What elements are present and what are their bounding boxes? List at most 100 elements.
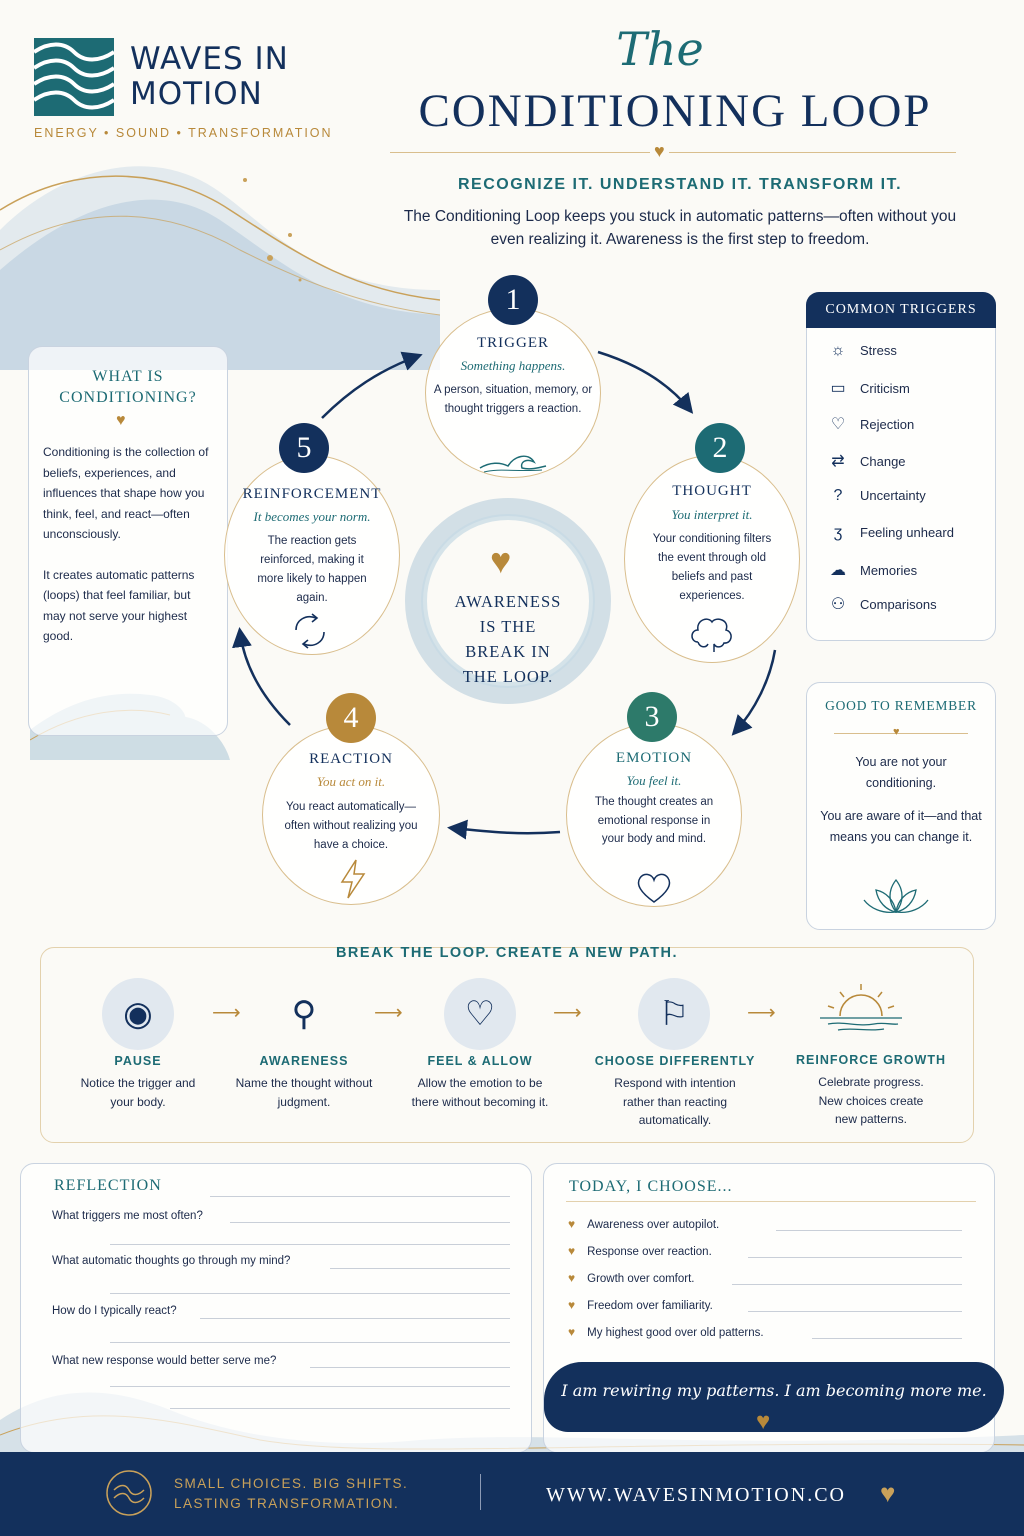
answer-line xyxy=(110,1293,510,1294)
step-description: Your conditioning filters the event thro… xyxy=(652,533,772,602)
choice-item: ♥Response over reaction. xyxy=(568,1244,712,1258)
step-subtitle: You feel it. xyxy=(626,773,682,788)
magnifier-icon: ⚲ xyxy=(291,995,317,1033)
loop-step-reaction xyxy=(262,725,440,905)
step-description: A person, situation, memory, or thought … xyxy=(433,384,593,415)
trigger-label: Rejection xyxy=(860,417,915,432)
footer-logo-icon xyxy=(106,1470,152,1516)
heart-icon: ♥ xyxy=(568,1298,576,1312)
step-description: The thought creates an emotional respons… xyxy=(594,796,714,845)
step-description: The reaction gets reinforced, making it … xyxy=(257,535,367,604)
choice-item: ♥Growth over comfort. xyxy=(568,1271,695,1285)
arrow-right-icon: ⟶ xyxy=(553,1002,582,1024)
title-underline xyxy=(566,1201,976,1202)
loop-arrows xyxy=(232,350,777,840)
heart-icon xyxy=(637,873,671,903)
trigger-item: ☁Memories xyxy=(824,560,994,586)
step-number-badge: 2 xyxy=(695,423,745,473)
step-description: You react automatically—often without re… xyxy=(284,801,418,851)
step-title: FEEL & ALLOW xyxy=(427,1054,533,1068)
trigger-item: ⚇ Comparisons xyxy=(824,594,994,620)
brand-name-line2: MOTION xyxy=(130,76,263,112)
brand-name: WAVES IN MOTION xyxy=(130,42,289,112)
heart-icon: ♥ xyxy=(490,540,512,581)
people-icon: ⚇ xyxy=(830,596,846,613)
lotus-icon xyxy=(863,878,929,914)
answer-line xyxy=(812,1338,962,1339)
heart-icon: ♥ xyxy=(116,412,126,429)
brain-icon xyxy=(691,618,732,652)
trigger-item: ⇄Change xyxy=(824,451,994,477)
intro-text: The Conditioning Loop keeps you stuck in… xyxy=(403,208,957,248)
step-subtitle: You act on it. xyxy=(316,774,386,789)
reflection-question: What new response would better serve me? xyxy=(52,1355,277,1367)
step-description: Notice the trigger and your body. xyxy=(80,1076,196,1109)
reflection-title: REFLECTION xyxy=(54,1177,162,1194)
answer-line xyxy=(310,1367,510,1368)
loop-step-trigger xyxy=(425,308,601,478)
brain-icon: ☁ xyxy=(830,562,846,579)
answer-line xyxy=(330,1268,510,1269)
affirmation-banner: I am rewiring my patterns. I am becoming… xyxy=(544,1362,1004,1432)
footer-slogan-line1: SMALL CHOICES. BIG SHIFTS. xyxy=(174,1476,409,1491)
what-is-conditioning-text: Conditioning is the collection of belief… xyxy=(43,442,215,647)
trigger-item: ?Uncertainty xyxy=(824,487,994,513)
answer-line xyxy=(732,1284,962,1285)
sun-icon: ☼ xyxy=(830,342,846,359)
lightning-icon xyxy=(340,859,366,899)
heart-icon: ♥ xyxy=(568,1244,576,1258)
what-is-paragraph-2: It creates automatic patterns (loops) th… xyxy=(43,567,195,644)
arrow-right-icon: ⟶ xyxy=(747,1002,776,1024)
broken-heart-icon: ♡ xyxy=(830,416,846,433)
remember-paragraph-2: You are aware of it—and that means you c… xyxy=(820,809,982,844)
arrow-right-icon: ⟶ xyxy=(212,1002,241,1024)
page-subtitle: RECOGNIZE IT. UNDERSTAND IT. TRANSFORM I… xyxy=(457,176,903,193)
heart-icon: ♥ xyxy=(893,726,900,738)
heart-icon: ♥ xyxy=(756,1408,771,1435)
center-message: AWARENESS IS THE BREAK IN THE LOOP. xyxy=(454,592,562,686)
remember-paragraph-1: You are not your conditioning. xyxy=(855,755,947,790)
trigger-label: Comparisons xyxy=(860,597,937,612)
step-number-badge: 3 xyxy=(627,692,677,742)
signpost-icon: ⚐ xyxy=(638,978,710,1050)
answer-line xyxy=(110,1342,510,1343)
trigger-label: Feeling unheard xyxy=(860,525,954,540)
answer-line xyxy=(776,1230,962,1231)
title-divider xyxy=(390,152,956,153)
question-icon: ? xyxy=(833,487,843,504)
trigger-label: Change xyxy=(860,454,906,469)
trigger-item: ▭Criticism xyxy=(824,378,994,404)
trigger-item: ♡ Rejection xyxy=(824,414,994,440)
good-to-remember-title: GOOD TO REMEMBER xyxy=(825,698,977,713)
step-title: THOUGHT xyxy=(672,483,752,499)
step-subtitle: Something happens. xyxy=(460,358,566,373)
step-title: TRIGGER xyxy=(477,335,549,351)
brand-tagline: ENERGY • SOUND • TRANSFORMATION xyxy=(34,126,333,140)
footer xyxy=(0,1452,1024,1536)
eye-icon: ◉ xyxy=(102,978,174,1050)
what-is-conditioning-title: WHAT IS CONDITIONING? xyxy=(59,368,197,406)
choice-item: ♥My highest good over old patterns. xyxy=(568,1325,764,1339)
heart-icon: ♥ xyxy=(880,1478,896,1508)
choice-label: Awareness over autopilot. xyxy=(587,1219,720,1231)
reflection-card xyxy=(20,1163,532,1453)
reflection-question: How do I typically react? xyxy=(52,1305,177,1317)
break-the-loop-title: BREAK THE LOOP. CREATE A NEW PATH. xyxy=(335,945,679,961)
common-triggers-title: COMMON TRIGGERS xyxy=(806,292,996,328)
step-subtitle: You interpret it. xyxy=(671,507,753,522)
step-number-badge: 1 xyxy=(488,275,538,325)
step-title: REINFORCEMENT xyxy=(242,486,382,502)
wave-icon xyxy=(479,455,547,473)
remember-divider xyxy=(834,733,968,734)
answer-line xyxy=(748,1257,962,1258)
step-title: REINFORCE GROWTH xyxy=(795,1053,947,1067)
website-link[interactable]: WWW.WAVESINMOTION.CO xyxy=(546,1484,846,1506)
choice-item: ♥Awareness over autopilot. xyxy=(568,1217,719,1231)
sunrise-icon xyxy=(820,984,902,1031)
trigger-item: ☼Stress xyxy=(824,342,994,368)
arrow-right-icon: ⟶ xyxy=(374,1002,403,1024)
break-the-loop-section xyxy=(40,947,974,1143)
heart-icon: ♥ xyxy=(650,141,669,162)
answer-line xyxy=(170,1408,510,1409)
loop-step-emotion xyxy=(566,723,742,907)
